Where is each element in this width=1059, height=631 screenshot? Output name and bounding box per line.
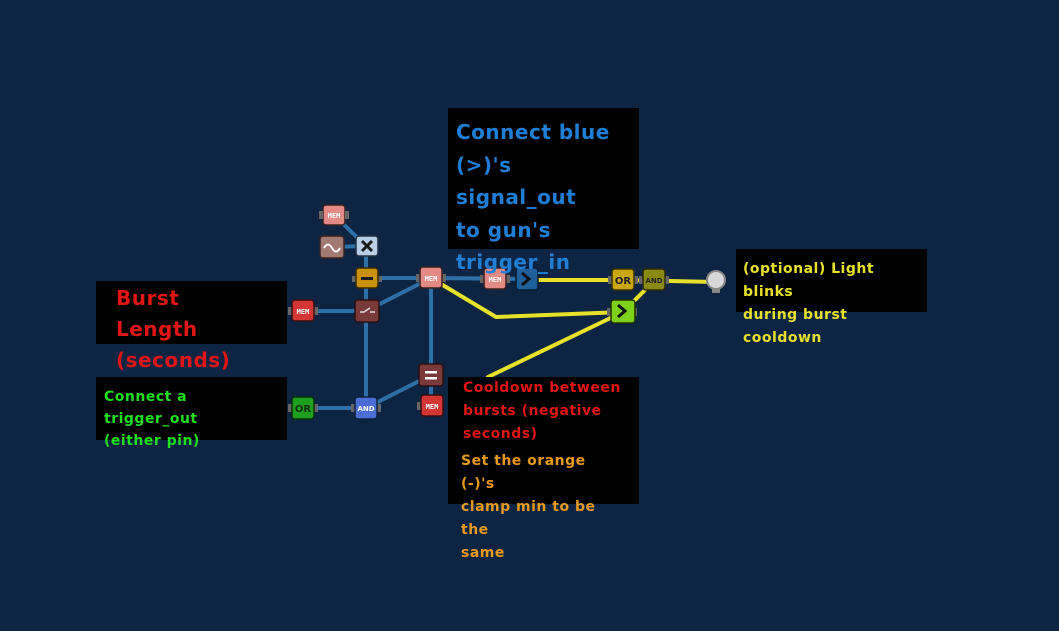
burst-length-label: Burst Length (seconds) <box>96 281 287 372</box>
switch-node[interactable] <box>354 299 380 323</box>
wire[interactable] <box>429 276 625 319</box>
burst-length-text: Burst Length (seconds) <box>116 286 231 372</box>
memory-node[interactable]: MEM <box>319 204 349 226</box>
sine-wave-icon <box>323 243 341 253</box>
cooldown-label: Cooldown between bursts (negative second… <box>448 377 639 561</box>
gun-trigger-note: Connect blue (>)'s signal_out to gun's t… <box>448 108 639 274</box>
memory-node[interactable]: MEM <box>416 266 446 289</box>
node-label: MEM <box>489 276 502 284</box>
subtract-node[interactable] <box>352 267 382 289</box>
multiply-node[interactable] <box>355 235 379 257</box>
node-label: MEM <box>328 212 341 220</box>
and-gate-node[interactable]: AND <box>639 268 669 291</box>
node-label: AND <box>357 405 374 413</box>
memory-node[interactable]: MEM <box>480 267 510 290</box>
greater-than-node-green[interactable] <box>607 299 637 324</box>
gun-trigger-note-text: Connect blue (>)'s signal_out to gun's t… <box>456 120 610 274</box>
trigger-note: Connect a trigger_out (either pin) <box>96 377 287 449</box>
wire[interactable] <box>621 278 718 284</box>
trigger-or-gate-node[interactable]: OR <box>288 396 318 420</box>
trigger-note-text: Connect a trigger_out (either pin) <box>104 389 200 449</box>
greater-than-node-blue[interactable] <box>515 267 539 291</box>
sine-wave-node[interactable] <box>319 235 345 259</box>
cooldown-text: Cooldown between bursts (negative second… <box>463 380 621 442</box>
light-note-text: (optional) Light blinks during burst coo… <box>743 261 875 346</box>
greater-than-icon <box>521 271 532 287</box>
burst-memory-node[interactable]: MEM <box>288 299 318 322</box>
light-wires <box>429 276 718 379</box>
light-note: (optional) Light blinks during burst coo… <box>736 249 927 346</box>
node-label: MEM <box>426 403 439 411</box>
orange-clamp-note: Set the orange (-)'s clamp min to be the… <box>461 453 596 561</box>
node-label: AND <box>645 277 662 285</box>
wire[interactable] <box>486 310 625 379</box>
greater-than-icon <box>617 303 628 319</box>
node-label: MEM <box>425 275 438 283</box>
equals-icon <box>425 377 437 380</box>
wire[interactable] <box>429 276 529 281</box>
light-bulb-icon <box>706 270 726 290</box>
node-label: MEM <box>297 308 310 316</box>
switch-icon <box>360 307 375 313</box>
or-gate-node[interactable]: OR <box>608 268 638 291</box>
minus-icon <box>361 277 373 280</box>
node-label: OR <box>615 276 632 287</box>
and-gate-node-blue[interactable]: AND <box>351 396 381 420</box>
multiply-icon <box>360 239 374 253</box>
equals-node[interactable] <box>418 363 444 387</box>
node-label: OR <box>295 404 312 415</box>
cooldown-memory-node[interactable]: MEM <box>417 394 444 417</box>
light-node[interactable] <box>706 270 726 293</box>
